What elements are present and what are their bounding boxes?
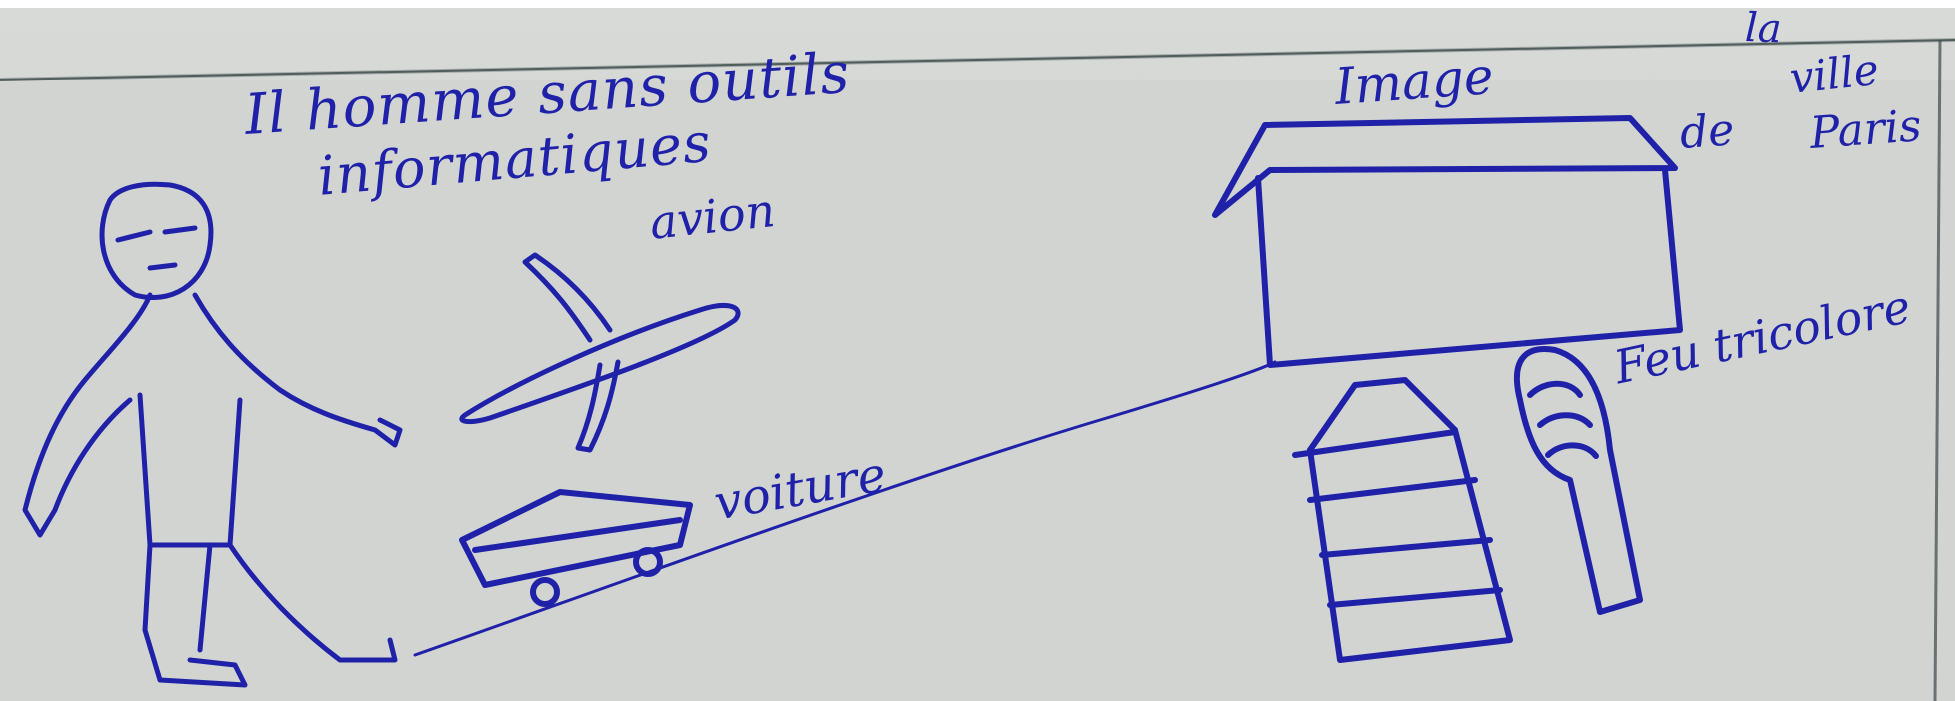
label-image: Image [1332,47,1496,116]
traffic-light-drawing [1513,346,1643,615]
car-drawing [459,489,693,607]
label-avion: avion [647,183,778,250]
man-figure [22,181,403,688]
label-la: la [1744,5,1783,53]
stairs-drawing [1292,377,1513,663]
building-drawing [1212,115,1683,368]
label-de: de [1678,104,1736,159]
airplane-drawing [459,252,741,453]
road-line [413,360,1277,657]
label-paris: Paris [1808,100,1924,159]
label-ville: ville [1787,44,1881,103]
